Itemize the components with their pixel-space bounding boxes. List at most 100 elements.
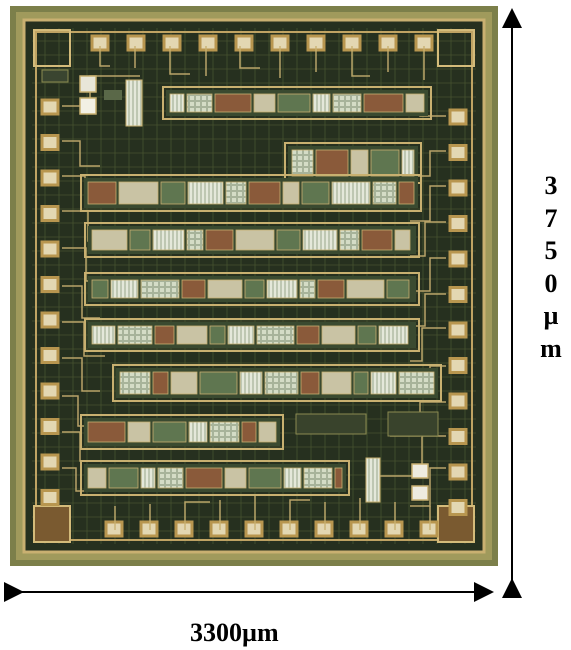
circuit-cell: [398, 371, 435, 395]
bond-pad: [40, 453, 60, 471]
circuit-cell: [225, 181, 247, 205]
circuit-cell: [224, 467, 247, 489]
circuit-cell: [346, 279, 385, 299]
circuit-cell: [256, 325, 295, 345]
bond-pad: [40, 134, 60, 151]
circuit-cell: [331, 181, 371, 205]
circuit-cell: [118, 181, 159, 205]
circuit-cell: [303, 467, 333, 489]
circuit-cell: [321, 371, 352, 395]
circuit-cell: [394, 229, 411, 251]
height-label-char: 3: [544, 171, 558, 200]
bond-pad: [40, 347, 60, 364]
circuit-cell: [214, 93, 252, 113]
circuit-cell: [108, 467, 139, 489]
circuit-block-outline: [84, 272, 420, 306]
bond-pad: [198, 34, 218, 52]
circuit-cell: [357, 325, 377, 345]
bond-pad: [40, 169, 60, 187]
circuit-cell: [154, 325, 175, 345]
circuit-cell: [350, 149, 369, 177]
bond-pad: [139, 520, 159, 538]
circuit-block-outline: [80, 414, 284, 450]
circuit-cell: [277, 93, 311, 113]
circuit-cell: [199, 371, 238, 395]
circuit-block-outline: [162, 86, 432, 120]
bond-pad: [419, 520, 439, 538]
circuit-cell: [283, 467, 302, 489]
circuit-cell: [152, 421, 187, 443]
circuit-cell: [241, 421, 257, 443]
circuit-cell: [386, 279, 410, 299]
height-label-char: µ: [543, 301, 559, 330]
circuit-cell: [91, 325, 116, 345]
circuit-block-outline: [112, 364, 442, 402]
height-label-char: 5: [544, 236, 558, 265]
circuit-cell: [129, 229, 151, 251]
circuit-cell: [235, 229, 275, 251]
circuit-cell: [91, 229, 128, 251]
circuit-cell: [291, 149, 314, 177]
circuit-cell: [253, 93, 276, 113]
bond-pad: [448, 357, 468, 374]
bond-pad: [448, 108, 468, 126]
bond-pad: [448, 215, 468, 232]
bond-pad: [448, 499, 468, 516]
circuit-cell: [152, 371, 169, 395]
bond-pad: [40, 205, 60, 222]
circuit-cell: [264, 371, 299, 395]
bond-pad: [40, 240, 60, 258]
circuit-cell: [334, 467, 343, 489]
circuit-cell: [91, 279, 109, 299]
circuit-cell: [188, 421, 208, 443]
circuit-cell: [315, 149, 349, 177]
circuit-cell: [266, 279, 298, 299]
circuit-cell: [299, 279, 316, 299]
circuit-cell: [186, 93, 213, 113]
circuit-cell: [186, 229, 204, 251]
bond-pad: [448, 286, 468, 303]
circuit-cell: [398, 181, 415, 205]
bond-pad: [234, 34, 254, 52]
circuit-cell: [353, 371, 369, 395]
circuit-cell: [321, 325, 356, 345]
circuit-cell: [405, 93, 425, 113]
circuit-cell: [176, 325, 208, 345]
bond-pad: [40, 382, 60, 400]
bond-pad: [126, 34, 146, 52]
circuit-cell: [363, 93, 404, 113]
bond-pad: [448, 428, 468, 445]
height-label-char: 0: [544, 268, 558, 298]
circuit-cell: [207, 279, 243, 299]
circuit-cell: [248, 181, 281, 205]
bond-pad: [448, 179, 468, 197]
circuit-cell: [170, 371, 198, 395]
bond-pad: [40, 418, 60, 435]
circuit-cell: [317, 279, 345, 299]
circuit-cell: [300, 371, 320, 395]
circuit-cell: [296, 325, 320, 345]
bond-pad: [448, 392, 468, 410]
bond-pad: [279, 520, 299, 538]
bond-pad: [209, 520, 229, 538]
height-label-char: m: [540, 333, 562, 363]
circuit-cell: [332, 93, 362, 113]
bond-pad: [314, 520, 334, 538]
circuit-cell: [258, 421, 277, 443]
bond-pad: [40, 98, 60, 116]
bond-pad: [244, 520, 264, 538]
circuit-cell: [117, 325, 153, 345]
circuit-cell: [87, 421, 126, 443]
circuit-cell: [205, 229, 234, 251]
circuit-cell: [209, 421, 240, 443]
bond-pad: [40, 311, 60, 329]
circuit-cell: [361, 229, 393, 251]
width-dimension-label: 3300µm: [190, 618, 279, 647]
bond-pad: [104, 520, 124, 538]
circuit-cell: [140, 467, 156, 489]
circuit-cell: [185, 467, 223, 489]
circuit-cell: [127, 421, 151, 443]
circuit-cell: [370, 371, 397, 395]
circuit-cell: [152, 229, 185, 251]
